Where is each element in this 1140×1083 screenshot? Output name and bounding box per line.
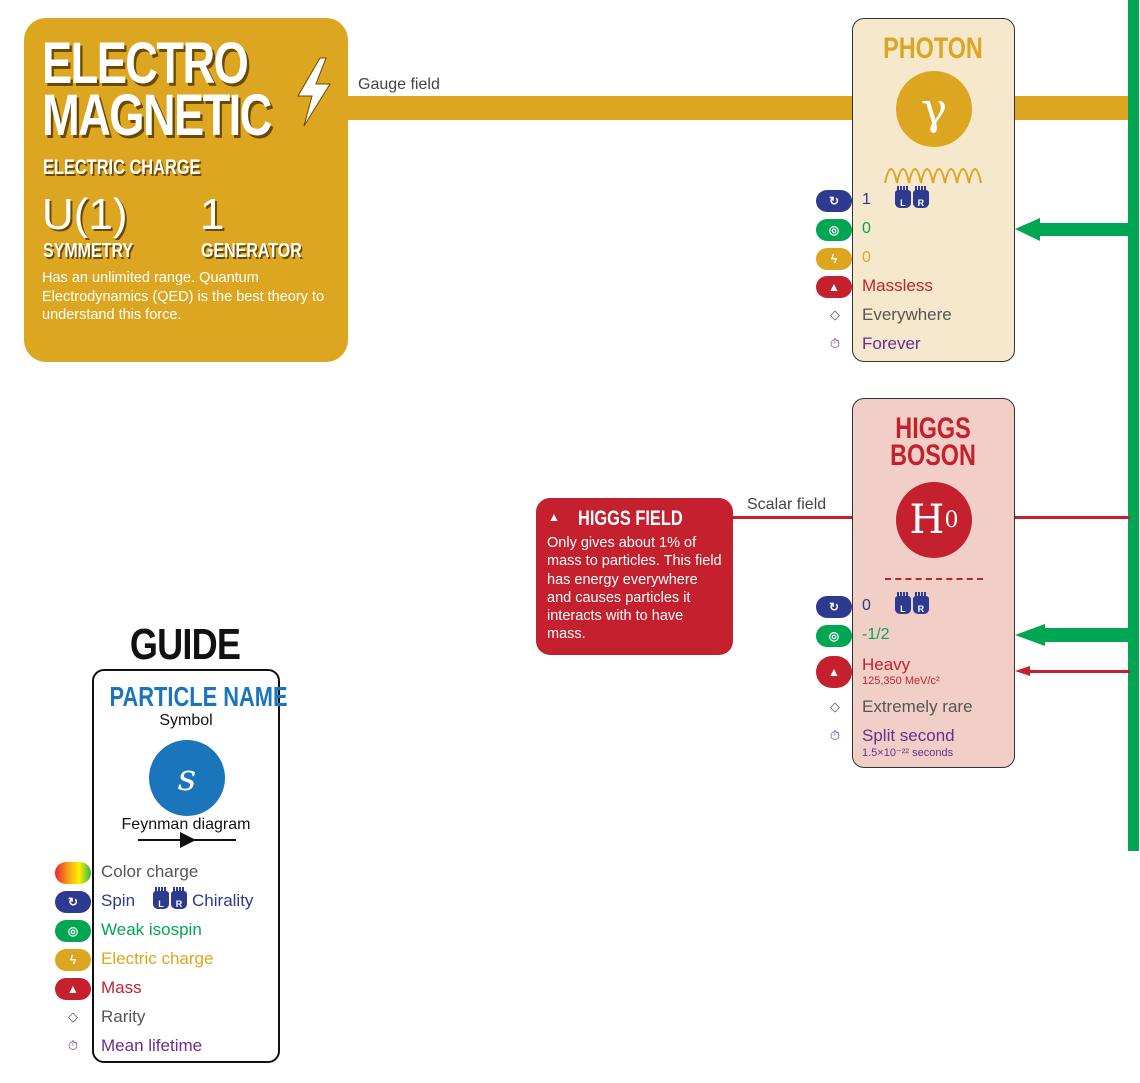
- photon-spin: 1: [862, 191, 871, 208]
- lightning-icon: ϟ: [55, 949, 91, 971]
- particle-name: HIGGS BOSON: [890, 412, 976, 472]
- higgs-field-title: HIGGS FIELD: [578, 507, 683, 530]
- lightning-icon: ϟ: [816, 248, 852, 270]
- guide-chirality: Chirality: [192, 891, 254, 910]
- scalar-field-label: Scalar field: [747, 496, 827, 513]
- higgs-lifetime-detail: 1.5×10⁻²² seconds: [862, 747, 954, 759]
- weak-isospin-icon: ◎: [816, 625, 852, 647]
- guide-mass: Mass: [101, 978, 142, 997]
- guide-symbol-label: Symbol: [159, 712, 213, 729]
- gauge-field-label: Gauge field: [358, 76, 440, 93]
- color-charge-icon: [55, 862, 91, 884]
- higgs-rarity: Extremely rare: [862, 697, 973, 716]
- feynman-arrow-icon: [138, 832, 236, 848]
- generator-value: 1: [200, 190, 225, 239]
- guide-feynman-label: Feynman diagram: [121, 816, 251, 833]
- scalar-field-line-left: [732, 516, 854, 519]
- higgs-field-description: Only gives about 1% of mass to particles…: [547, 535, 722, 643]
- diamond-icon: ◇: [830, 699, 840, 714]
- guide-color-charge: Color charge: [101, 862, 199, 881]
- weak-isospin-icon: ◎: [816, 219, 852, 241]
- feynman-wave-icon: [884, 168, 982, 184]
- weak-isospin-icon: ◎: [55, 920, 91, 942]
- photon-electric-charge: 0: [862, 249, 871, 266]
- guide-particle-name: PARTICLE NAME: [109, 681, 288, 712]
- guide-title: GUIDE: [129, 620, 241, 669]
- weight-icon: ▲: [816, 276, 852, 298]
- photon-weak-isospin: 0: [862, 220, 871, 237]
- stopwatch-icon: ⏱: [829, 336, 841, 351]
- gauge-field-bar: [346, 96, 854, 120]
- em-subtitle: ELECTRIC CHARGE: [43, 156, 201, 179]
- higgs-mass-detail: 125,350 MeV/c²: [862, 675, 940, 687]
- photon-card: PHOTON γ: [852, 18, 1015, 362]
- em-title: ELECTRO MAGNETIC: [42, 31, 272, 148]
- higgs-mass-line: [1024, 670, 1130, 673]
- guide-weak-isospin: Weak isospin: [101, 920, 202, 939]
- generator-label: GENERATOR: [201, 240, 302, 262]
- photon-mass: Massless: [862, 276, 933, 295]
- photon-lifetime: Forever: [862, 334, 921, 353]
- guide-rarity: Rarity: [101, 1007, 146, 1026]
- spin-icon: ↻: [55, 891, 91, 913]
- higgs-spin: 0: [862, 597, 871, 614]
- diamond-icon: ◇: [830, 307, 840, 322]
- photon-weak-arrow: [1015, 218, 1130, 241]
- weak-vertical-line: [1128, 0, 1139, 851]
- diamond-icon: ◇: [68, 1009, 78, 1024]
- spin-icon: ↻: [816, 596, 852, 618]
- guide-spin: Spin: [101, 891, 136, 910]
- guide-symbol: s: [149, 740, 225, 816]
- scalar-field-line-right: [1014, 516, 1130, 519]
- higgs-mass-arrowhead: [1015, 666, 1030, 676]
- guide-mean-lifetime: Mean lifetime: [101, 1036, 203, 1055]
- higgs-field-card: ▲ HIGGS FIELD Only gives about 1% of mas…: [536, 498, 733, 655]
- gauge-field-bar-right: [1014, 96, 1130, 120]
- higgs-lifetime: Split second: [862, 726, 955, 745]
- em-description: Has an unlimited range. Quantum Electrod…: [42, 270, 325, 323]
- symmetry-label: SYMMETRY: [43, 240, 134, 262]
- stopwatch-icon: ⏱: [67, 1038, 79, 1053]
- higgs-weak-arrow: [1015, 624, 1130, 646]
- symmetry-value: U(1): [42, 190, 128, 239]
- weight-icon: ▲: [548, 510, 560, 524]
- weight-icon: ▲: [55, 978, 91, 1000]
- stopwatch-icon: ⏱: [829, 728, 841, 743]
- feynman-dashed-line: [885, 578, 983, 580]
- weight-icon: ▲: [816, 656, 852, 688]
- guide-card: PARTICLE NAME Symbol s Feynman diagram: [92, 669, 288, 1063]
- higgs-weak-isospin: -1/2: [862, 626, 890, 643]
- photon-rarity: Everywhere: [862, 305, 952, 324]
- higgs-mass: Heavy: [862, 655, 911, 674]
- photon-symbol: γ: [896, 71, 972, 147]
- spin-icon: ↻: [816, 190, 852, 212]
- guide-electric-charge: Electric charge: [101, 949, 214, 968]
- lightning-icon: [297, 57, 331, 127]
- electromagnetic-card: ELECTRO MAGNETIC ELECTRIC CHARGE U(1) SY…: [24, 18, 348, 362]
- particle-name: PHOTON: [883, 32, 983, 65]
